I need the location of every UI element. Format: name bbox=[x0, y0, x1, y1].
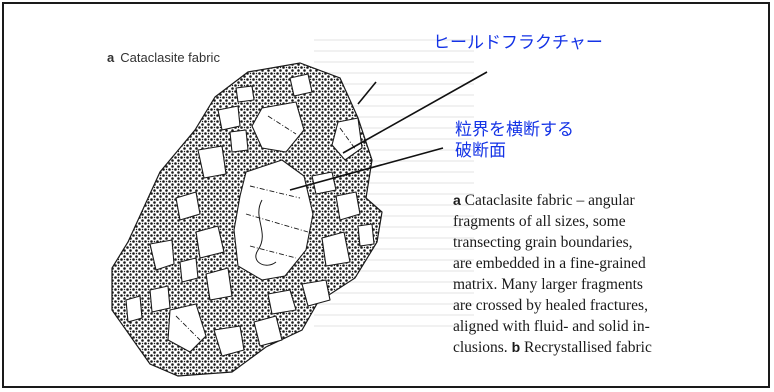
leader-line-margin bbox=[357, 81, 377, 105]
figure-caption: a Cataclasite fabric – angular fragments… bbox=[453, 190, 753, 358]
transgranular-fracture-line bbox=[255, 199, 277, 266]
caption-line: transecting grain boundaries, bbox=[453, 232, 753, 253]
fragment bbox=[149, 239, 175, 271]
fragment bbox=[125, 295, 143, 323]
annotation-transgranular-line1: 粒界を横断する bbox=[455, 120, 574, 140]
fragment bbox=[167, 303, 207, 353]
healed-fracture-line bbox=[267, 115, 297, 135]
fragment bbox=[229, 129, 249, 153]
caption-line: matrix. Many larger fragments bbox=[453, 274, 753, 295]
fragment bbox=[213, 325, 245, 357]
caption-line: clusions. b Recrystallised fabric bbox=[453, 337, 753, 358]
healed-fracture-line bbox=[249, 245, 297, 259]
fragment bbox=[321, 231, 351, 267]
leader-line-healed-fracture bbox=[342, 71, 488, 154]
fragment bbox=[335, 191, 361, 221]
caption-text: clusions. bbox=[453, 339, 512, 356]
fragment bbox=[195, 225, 225, 259]
fragment bbox=[301, 279, 331, 307]
caption-text: fragments of all sizes, some bbox=[453, 213, 626, 230]
annotation-healed-fracture: ヒールドフラクチャー bbox=[433, 33, 603, 53]
caption-line: aligned with fluid- and solid in- bbox=[453, 316, 753, 337]
annotation-transgranular-fracture: 粒界を横断する 破断面 bbox=[455, 120, 574, 162]
caption-line: are embedded in a fine-grained bbox=[453, 253, 753, 274]
caption-bold-letter: a bbox=[453, 192, 461, 208]
fragment bbox=[357, 223, 375, 247]
figure-label-letter: a bbox=[107, 50, 115, 65]
fragment bbox=[179, 257, 199, 283]
caption-text: Cataclasite fabric – angular bbox=[460, 192, 635, 209]
fragment bbox=[205, 267, 233, 301]
fragment bbox=[289, 73, 313, 97]
caption-line: are crossed by healed fractures, bbox=[453, 295, 753, 316]
fragment bbox=[253, 315, 283, 347]
caption-text: are embedded in a fine-grained bbox=[453, 255, 646, 272]
caption-text: Recrystallised fabric bbox=[520, 339, 652, 356]
fragment bbox=[251, 101, 305, 153]
caption-bold-letter: b bbox=[511, 339, 521, 355]
fragment bbox=[235, 85, 255, 103]
fragment bbox=[149, 285, 171, 313]
fragment bbox=[197, 145, 227, 179]
fragment bbox=[311, 171, 337, 195]
leader-line-transgranular bbox=[289, 147, 444, 191]
annotation-transgranular-line2: 破断面 bbox=[455, 141, 506, 161]
caption-line: fragments of all sizes, some bbox=[453, 211, 753, 232]
large-fragment bbox=[233, 159, 314, 281]
caption-text: transecting grain boundaries, bbox=[453, 234, 633, 251]
fragment bbox=[175, 191, 201, 221]
caption-line: a Cataclasite fabric – angular bbox=[453, 190, 753, 211]
fragment bbox=[331, 117, 363, 161]
fragment bbox=[267, 289, 297, 315]
figure-label: a Cataclasite fabric bbox=[107, 50, 220, 65]
caption-text: aligned with fluid- and solid in- bbox=[453, 318, 650, 335]
healed-fracture-line bbox=[245, 213, 309, 233]
caption-text: are crossed by healed fractures, bbox=[453, 297, 648, 314]
fragment bbox=[217, 105, 241, 131]
caption-text: matrix. Many larger fragments bbox=[453, 276, 643, 293]
figure-label-text: Cataclasite fabric bbox=[120, 50, 220, 65]
healed-fracture-line bbox=[249, 185, 301, 199]
